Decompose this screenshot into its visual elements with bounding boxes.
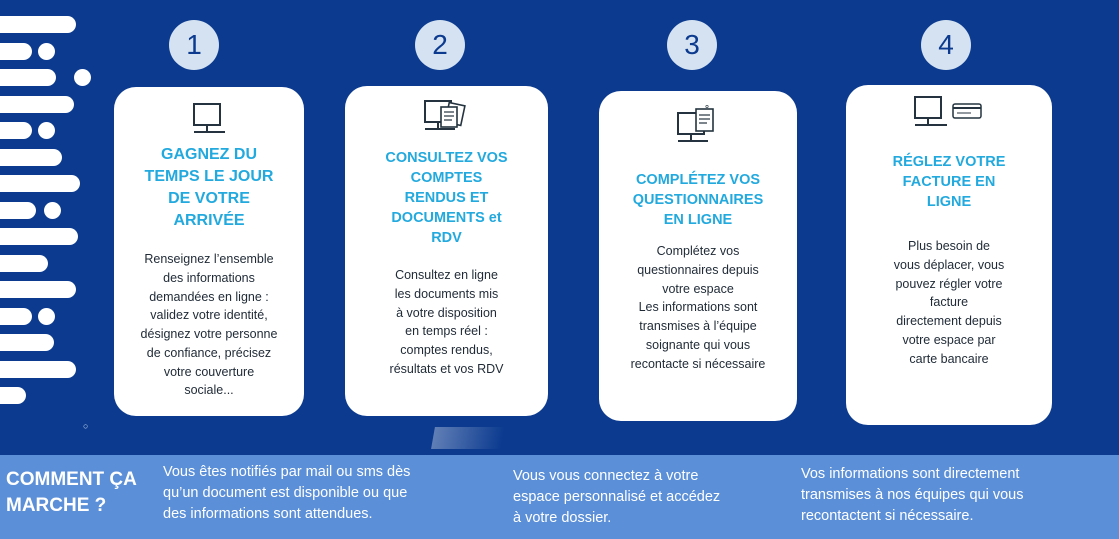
step-3-number: 3 [667, 20, 717, 70]
step-1-number: 1 [169, 20, 219, 70]
computer-icon [193, 103, 225, 133]
computer-form-icon [677, 105, 714, 142]
computer-card-icon [914, 96, 982, 126]
step-4-number: 4 [921, 20, 971, 70]
computer-documents-icon [423, 100, 466, 130]
decorative-shape [431, 427, 505, 449]
small-ring-icon: ○ [83, 421, 89, 431]
step-2-number: 2 [415, 20, 465, 70]
